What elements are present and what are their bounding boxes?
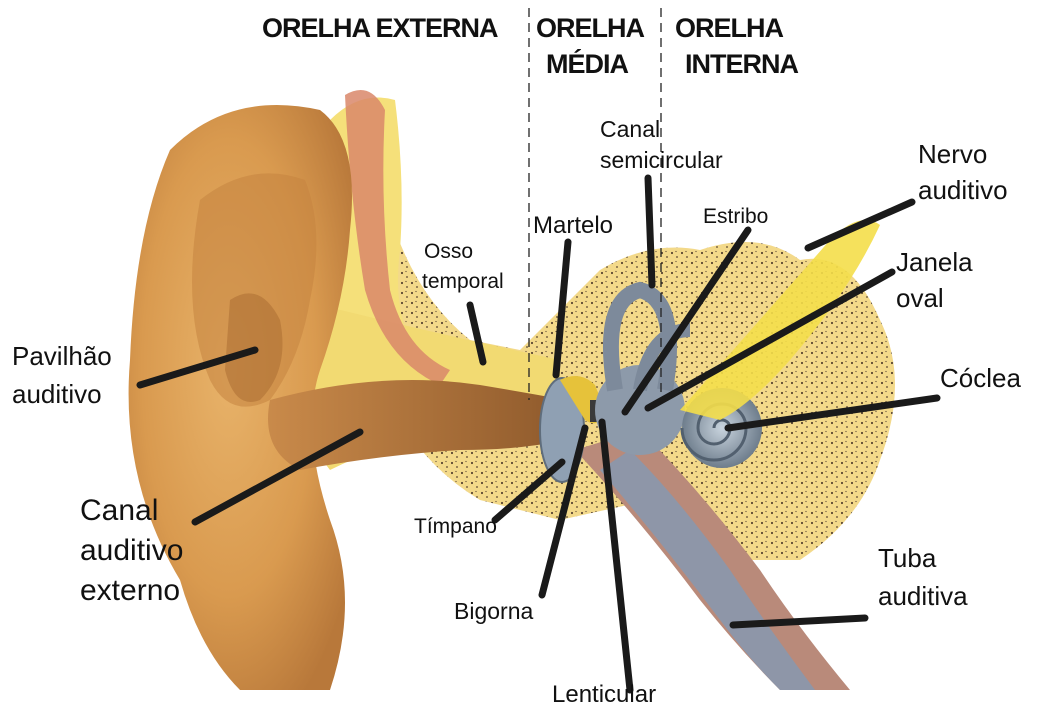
section-external: ORELHA EXTERNA <box>262 12 498 45</box>
label-pavilhao-line1: Pavilhão <box>12 342 112 372</box>
section-internal-line2: INTERNA <box>685 48 798 81</box>
label-canal-auditivo-line1: Canal <box>80 494 158 529</box>
section-internal-line1: ORELHA <box>675 12 783 45</box>
label-janela-line1: Janela <box>896 248 973 278</box>
label-coclea: Cóclea <box>940 364 1021 394</box>
label-canal-auditivo-line2: auditivo <box>80 534 183 569</box>
label-pavilhao-line2: auditivo <box>12 380 102 410</box>
label-martelo: Martelo <box>533 212 613 240</box>
label-osso-line1: Osso <box>424 240 473 264</box>
label-janela-line2: oval <box>896 284 944 314</box>
label-timpano: Tímpano <box>414 515 497 539</box>
label-nervo-line2: auditivo <box>918 176 1008 206</box>
label-osso-line2: temporal <box>422 270 504 294</box>
label-canal-semicircular-line1: Canal <box>600 116 660 142</box>
label-canal-semicircular-line2: semicircular <box>600 147 723 173</box>
section-middle-line2: MÉDIA <box>546 48 628 81</box>
label-nervo-line1: Nervo <box>918 140 987 170</box>
label-tuba-line2: auditiva <box>878 582 968 612</box>
label-bigorna: Bigorna <box>454 598 533 624</box>
leader-canal-semicircular <box>648 178 652 285</box>
label-tuba-line1: Tuba <box>878 544 936 574</box>
label-lenticular: Lenticular <box>552 681 656 709</box>
label-estribo: Estribo <box>703 205 768 229</box>
label-canal-auditivo-line3: externo <box>80 574 180 609</box>
section-middle-line1: ORELHA <box>536 12 644 45</box>
